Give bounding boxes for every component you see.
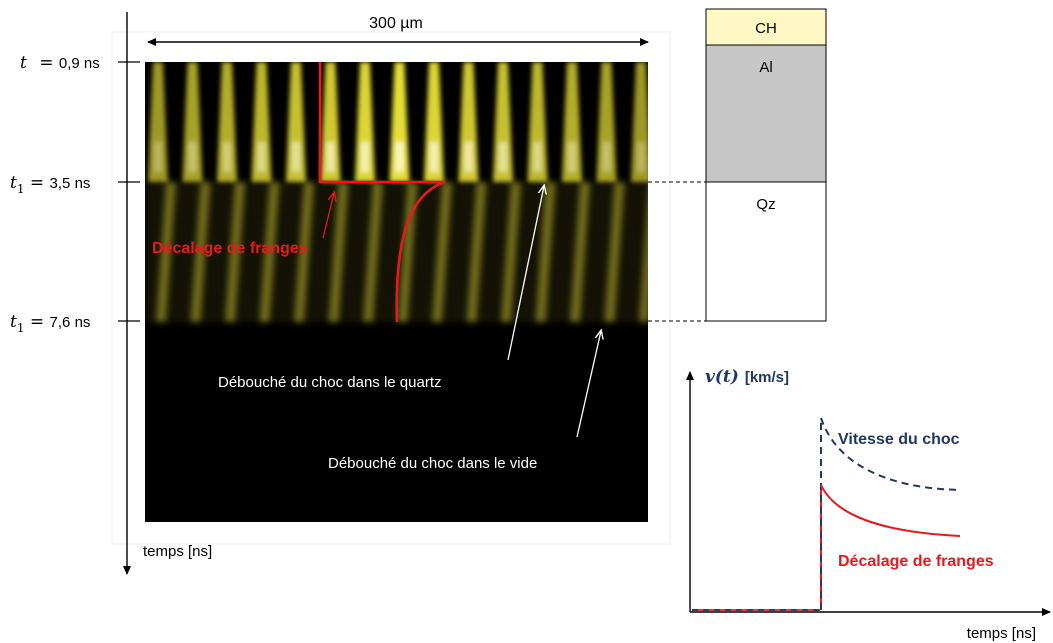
layer-al [705,44,827,183]
layer-qz-label: Qz [756,196,775,213]
fringe-band [562,62,582,182]
fringe-band [596,62,617,182]
fringe-band [355,62,375,182]
fringe-core [395,142,404,172]
fringe-core [602,142,611,172]
target-stack: CH Al Qz [705,8,827,322]
fringe-shift-overlay [318,62,446,323]
layer-ch-label: CH [755,20,777,37]
fringe-core [188,142,197,172]
fringe-band [286,62,306,182]
fringe-shift-legend: Décalage de franges [838,553,994,570]
fringe-band [424,62,444,182]
quartz-arrow [507,186,544,361]
velocity-x-label: temps [ns] [967,625,1036,642]
fringe-core [430,142,438,172]
vacuum-emergence-label: Débouché du choc dans le vide [328,455,537,472]
fringe-core [292,142,300,172]
fringe-core [499,142,507,172]
fringe-band [182,62,203,182]
fringe-core [257,142,266,172]
quartz-emergence-label: Débouché du choc dans le quartz [218,374,441,391]
fringe-band [148,62,168,182]
width-label: 300 µm [369,15,423,32]
fringe-core [154,142,162,172]
shock-velocity-curve [820,417,961,491]
image-frame [111,31,671,545]
fringe-shift-curve [820,484,961,537]
time-label: t1 = 7,6 ns [10,312,90,335]
layer-ch [705,8,827,46]
fringe-core [637,142,645,172]
fringe-band [458,62,479,182]
layer-qz [705,181,827,322]
fringe-core [223,142,231,172]
fringe-band [217,62,237,182]
layer-al-label: Al [759,59,772,76]
fringe-core [464,142,473,172]
fringe-band [389,62,410,182]
velocity-axis-label: v(t)[km/s] [705,367,789,387]
fringe-core [361,142,369,172]
fringe-band [320,62,341,182]
time-axis-label: temps [ns] [143,543,212,560]
shock-velocity-legend: Vitesse du choc [838,431,960,448]
velocity-plot: v(t)[km/s] temps [ns] Vitesse du choc Dé… [686,367,1051,642]
vacuum-arrow [576,331,601,438]
fringe-core [326,142,335,172]
bright-fringes [148,62,648,182]
fringe-band [251,62,272,182]
fringe-core [533,142,542,172]
fringe-core [568,142,576,172]
fringe-band [527,62,548,182]
time-label: t = 0,9 ns [20,53,100,73]
fringe-band [493,62,513,182]
time-label: t1 = 3,5 ns [10,173,90,196]
fringe-shift-label: Décalage de franges [152,240,308,257]
streak-image [145,62,648,522]
